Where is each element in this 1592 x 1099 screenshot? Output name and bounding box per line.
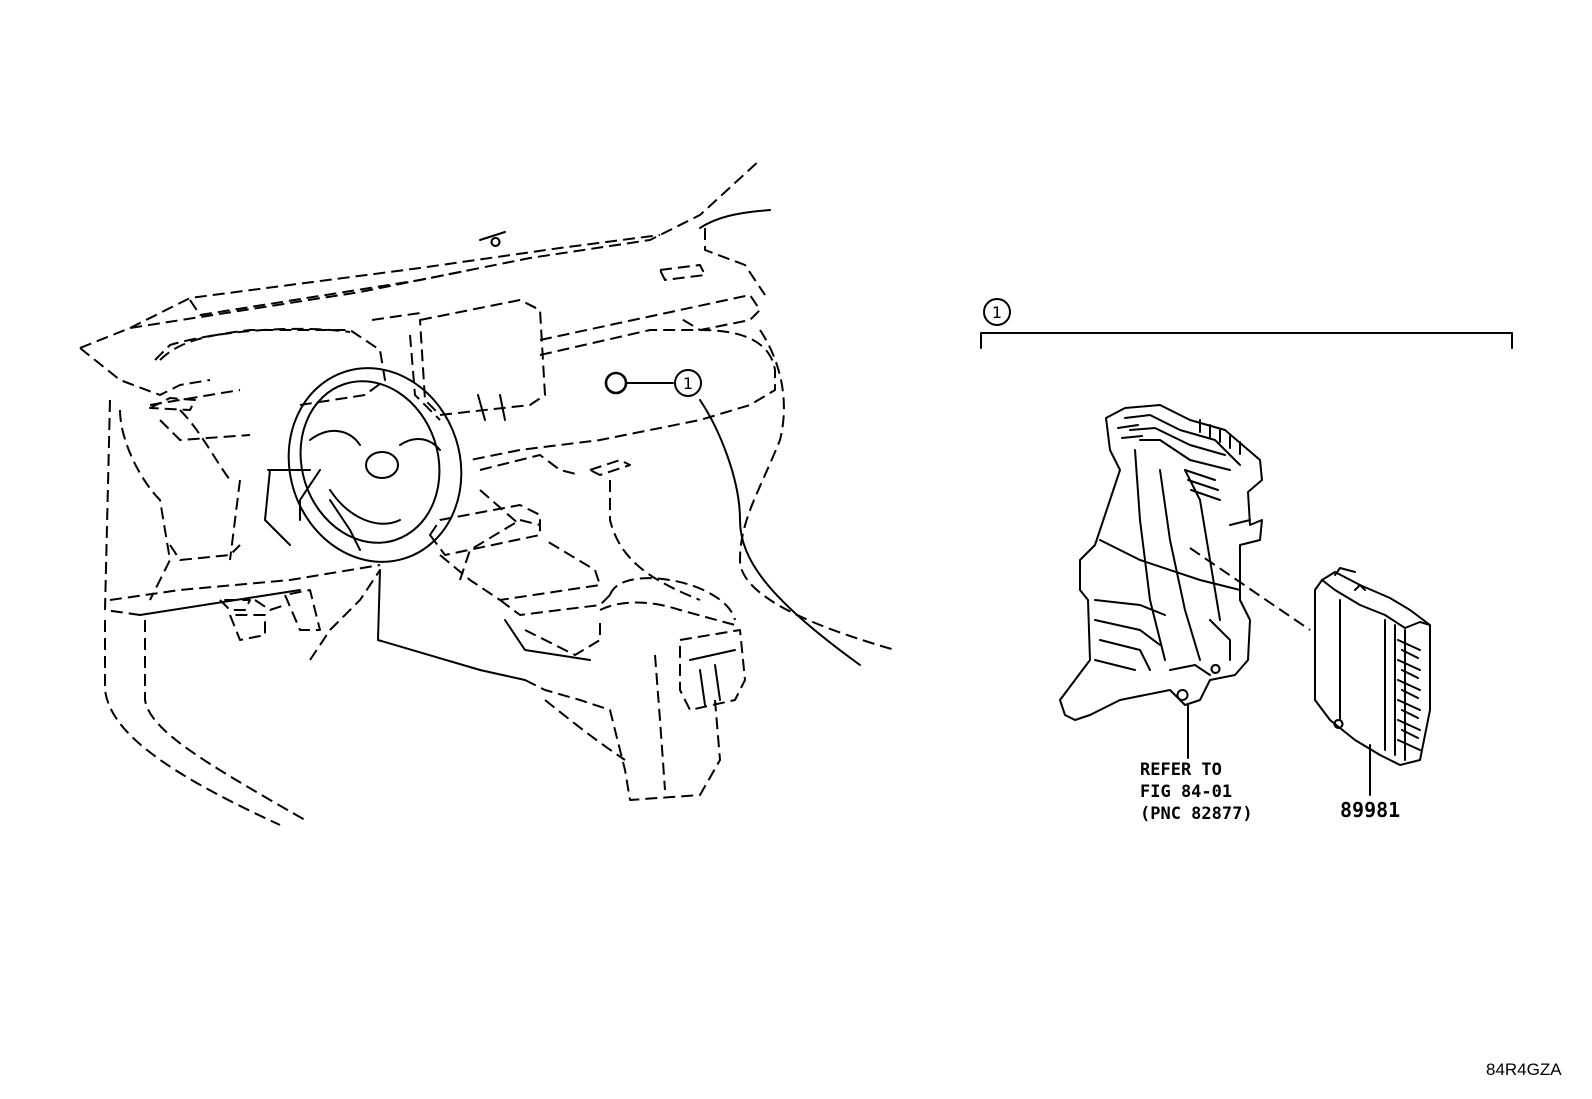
mounting-bracket-illustration[interactable] (1059, 404, 1263, 721)
ecu-module-illustration[interactable] (1314, 567, 1431, 766)
main-callout[interactable]: 1 (604, 369, 702, 397)
refer-line-1: REFER TO (1140, 760, 1222, 780)
diagram-code: 84R4GZA (1486, 1060, 1562, 1079)
mounting-guide-line (1189, 547, 1311, 631)
part-number-label[interactable]: 89981 (1340, 798, 1400, 822)
refer-line-2: FIG 84-01 (1140, 782, 1232, 802)
refer-line-3: (PNC 82877) (1140, 804, 1253, 824)
dashboard-illustration (79, 159, 896, 826)
group-callout-number: 1 (992, 303, 1002, 322)
group-bracket: 1 (980, 298, 1513, 349)
callout-circle (674, 369, 702, 397)
refer-label: REFER TO FIG 84-01 (PNC 82877) (1140, 760, 1253, 824)
location-marker (604, 371, 628, 395)
group-callout-circle (983, 298, 1011, 326)
bracket-line (980, 332, 1513, 349)
callout-number: 1 (683, 374, 693, 393)
